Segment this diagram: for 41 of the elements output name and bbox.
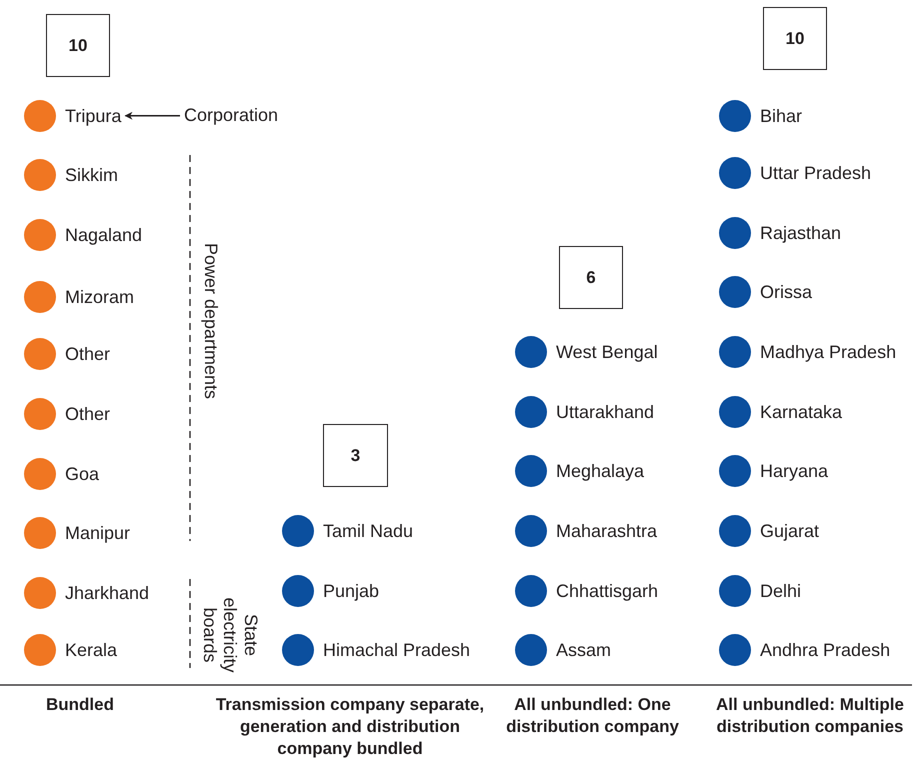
state-name: Other (65, 404, 110, 424)
state-name: Nagaland (65, 224, 142, 246)
state-name: Sikkim (65, 164, 118, 186)
state-name: Uttarakhand (556, 402, 654, 422)
count-box: 3 (323, 424, 388, 487)
state-name: Gujarat (760, 520, 820, 542)
state-name: Andhra Pradesh (760, 640, 890, 660)
state-name: Manipur (65, 522, 130, 544)
count-box: 10 (763, 7, 827, 70)
state-name: Other (65, 344, 110, 364)
count-box: 10 (46, 14, 110, 77)
state-name: Bihar (760, 106, 802, 126)
column-caption: All unbundled: Multiple distribution companies (715, 694, 905, 738)
state-name: Mizoram (65, 286, 134, 308)
arrow (124, 112, 180, 120)
state-name: West Bengal (556, 342, 658, 362)
count-box: 6 (559, 246, 623, 309)
state-name: Delhi (760, 580, 802, 602)
column-caption: All unbundled: One distribution company (505, 694, 680, 738)
state-name: Meghalaya (556, 460, 644, 482)
state-name: Rajasthan (760, 222, 842, 244)
state-name: Maharashtra (556, 520, 658, 542)
state-name: Madhya Pradesh (760, 342, 896, 362)
state-name: Goa (65, 464, 100, 484)
group-label: State electricity boards (198, 596, 261, 674)
state-name: Kerala (65, 640, 118, 660)
state-name: Punjab (323, 580, 380, 602)
note-text: Corporation (184, 105, 278, 126)
state-name: Tripura (65, 106, 122, 126)
state-name: Tamil Nadu (323, 520, 414, 542)
column-caption: Bundled (45, 694, 115, 716)
group-label: Power departments (200, 242, 221, 401)
column-caption: Transmission company separate, generation and distribution company bundled (214, 694, 486, 760)
state-name: Orissa (760, 282, 812, 302)
state-name: Karnataka (760, 402, 842, 422)
state-name: Himachal Pradesh (323, 640, 470, 660)
state-name: Haryana (760, 460, 828, 482)
state-name: Jharkhand (65, 582, 150, 604)
state-name: Uttar Pradesh (760, 162, 872, 184)
state-name: Assam (556, 640, 612, 660)
state-name: Chhattisgarh (556, 580, 658, 602)
